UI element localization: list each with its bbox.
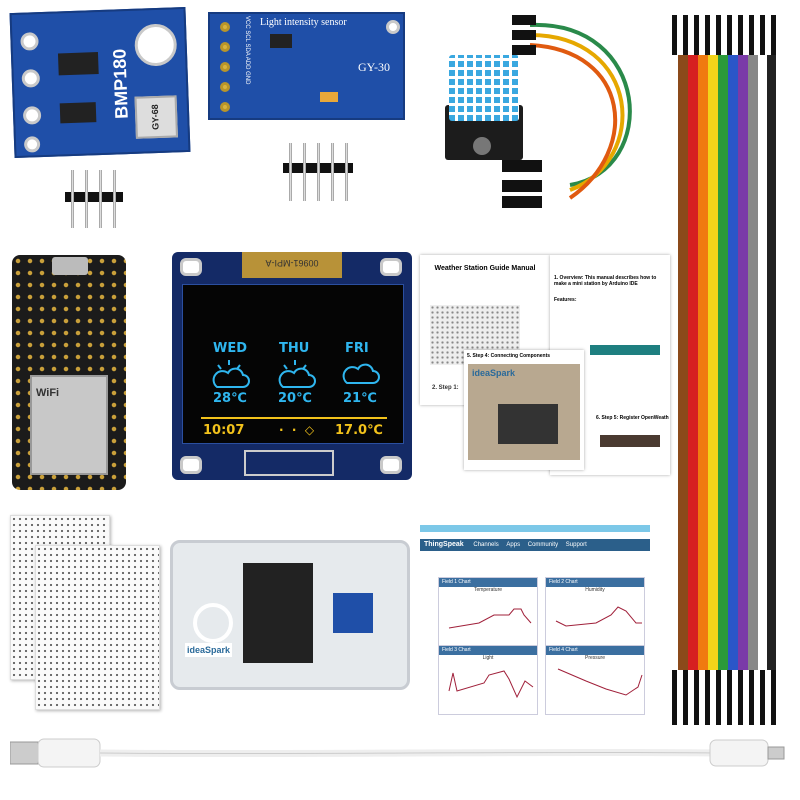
sun-cloud-icon xyxy=(278,360,316,388)
manual-step5: 6. Step 5: Register OpenWeath xyxy=(596,415,669,421)
micro-usb-cable xyxy=(10,738,785,768)
sun-cloud-icon xyxy=(212,360,250,388)
nav-support[interactable]: Support xyxy=(565,542,587,548)
indoor-temp: 17.0℃ xyxy=(335,423,383,438)
fpc-label: 00961-MPI-A xyxy=(265,258,319,268)
mini-breadboard xyxy=(35,545,160,710)
wifi-logo: WiFi xyxy=(36,387,60,399)
header-pins-5 xyxy=(283,143,353,201)
oled-display-module: 00961-MPI-A WED THU FRI 28℃ 20℃ 21℃ 10:0… xyxy=(172,252,412,480)
component-storage-box: ideaSpark xyxy=(170,540,410,690)
nav-apps[interactable]: Apps xyxy=(506,542,521,548)
gy30-model: GY-30 xyxy=(358,60,390,74)
bmp180-sensor-board: BMP180 GY-68 xyxy=(9,6,191,159)
bmp180-label: BMP180 xyxy=(109,48,132,120)
manual-title: Weather Station Guide Manual xyxy=(434,265,536,272)
page-indicator: · · ◇ xyxy=(279,423,315,437)
forecast-day-2: THU xyxy=(279,341,310,356)
nav-channels[interactable]: Channels xyxy=(473,542,499,548)
rainbow-jumper-ribbon xyxy=(672,15,782,725)
forecast-temp-1: 28℃ xyxy=(213,391,247,406)
manual-features: Features: xyxy=(554,297,577,303)
guide-manual: Weather Station Guide Manual 1. Overview… xyxy=(420,255,670,475)
jumper-wires xyxy=(502,15,632,208)
gy30-title: Light intensity sensor xyxy=(260,17,347,28)
ideaspark-logo: ideaSpark xyxy=(472,368,516,378)
manual-step2: 2. Step 1: xyxy=(432,385,459,391)
manual-step4: 5. Step 4: Connecting Components xyxy=(467,353,551,359)
dht11-sensor xyxy=(445,55,523,160)
manual-overview: 1. Overview: This manual describes how t… xyxy=(554,275,657,287)
gy30-light-sensor-board: Light intensity sensor GY-30 VCC SCL SDA… xyxy=(208,12,405,120)
header-pins-4 xyxy=(65,170,123,228)
bmp180-chip-text: GY-68 xyxy=(149,104,161,131)
forecast-day-1: WED xyxy=(213,341,248,356)
thingspeak-dashboard: ThingSpeak Channels Apps Community Suppo… xyxy=(420,525,660,715)
cloud-icon xyxy=(342,363,380,384)
nodemcu-esp8266-board: WiFi xyxy=(12,255,126,490)
forecast-day-3: FRI xyxy=(345,341,369,356)
thingspeak-logo: ThingSpeak xyxy=(424,541,464,548)
gy30-pin-labels: VCC SCL SDA ADD GND xyxy=(244,16,250,85)
forecast-temp-3: 21℃ xyxy=(343,391,377,406)
oled-screen: WED THU FRI 28℃ 20℃ 21℃ 10:07 · · ◇ 17.0… xyxy=(182,284,404,444)
nav-community[interactable]: Community xyxy=(527,542,559,548)
clock-time: 10:07 xyxy=(203,423,245,438)
box-brand-label: ideaSpark xyxy=(185,643,233,657)
forecast-temp-2: 20℃ xyxy=(278,391,312,406)
